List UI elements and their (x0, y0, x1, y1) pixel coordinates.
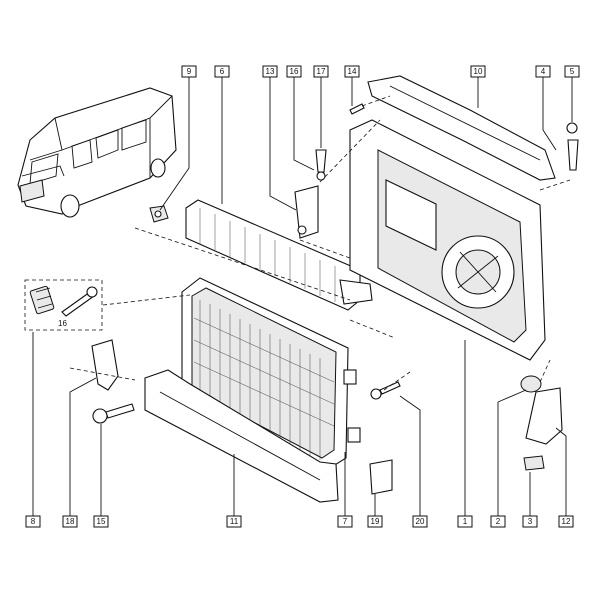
callout-16-text: 16 (290, 67, 299, 76)
callout-7: 7 (337, 515, 353, 528)
callout-8-text: 8 (31, 517, 36, 526)
callout-1: 1 (457, 515, 473, 528)
callout-17: 17 (313, 65, 329, 78)
callout-5-text: 5 (570, 67, 575, 76)
lower-deflector (144, 369, 339, 503)
callout-19: 19 (367, 515, 383, 528)
front-panel (349, 119, 546, 361)
callout-2-text: 2 (496, 517, 501, 526)
callout-8: 8 (25, 515, 41, 528)
callout-3-text: 3 (528, 517, 533, 526)
inset-label: 16 (58, 319, 67, 328)
callout-13: 13 (262, 65, 278, 78)
callout-19-text: 19 (371, 517, 380, 526)
callout-12: 12 (558, 515, 574, 528)
callout-2: 2 (490, 515, 506, 528)
callout-11: 11 (226, 515, 242, 528)
callout-20-text: 20 (416, 517, 425, 526)
callout-14: 14 (344, 65, 360, 78)
van-illustration (17, 87, 177, 218)
callout-3: 3 (522, 515, 538, 528)
intercooler (185, 199, 373, 311)
callout-9: 9 (181, 65, 197, 78)
upper-cross-member (367, 75, 556, 181)
callout-9-text: 9 (187, 67, 192, 76)
callout-7-text: 7 (343, 517, 348, 526)
callout-5: 5 (564, 65, 580, 78)
callout-1-text: 1 (463, 517, 468, 526)
callout-18: 18 (62, 515, 78, 528)
callout-17-text: 17 (317, 67, 326, 76)
callout-12-text: 12 (562, 517, 571, 526)
callout-20: 20 (412, 515, 428, 528)
callout-15-text: 15 (97, 517, 106, 526)
callout-6: 6 (214, 65, 230, 78)
relation-lines (69, 95, 571, 391)
callout-10: 10 (470, 65, 486, 78)
callout-18-text: 18 (66, 517, 75, 526)
callout-6-text: 6 (220, 67, 225, 76)
callout-16: 16 (286, 65, 302, 78)
callout-4-text: 4 (541, 67, 546, 76)
callout-4: 4 (535, 65, 551, 78)
callout-14-text: 14 (348, 67, 357, 76)
callout-15: 15 (93, 515, 109, 528)
callout-10-text: 10 (474, 67, 483, 76)
callout-11-text: 11 (230, 517, 239, 526)
fasteners (91, 103, 579, 495)
callout-13-text: 13 (266, 67, 275, 76)
leader-lines (32, 76, 573, 516)
inset-box: 16 (24, 279, 103, 331)
